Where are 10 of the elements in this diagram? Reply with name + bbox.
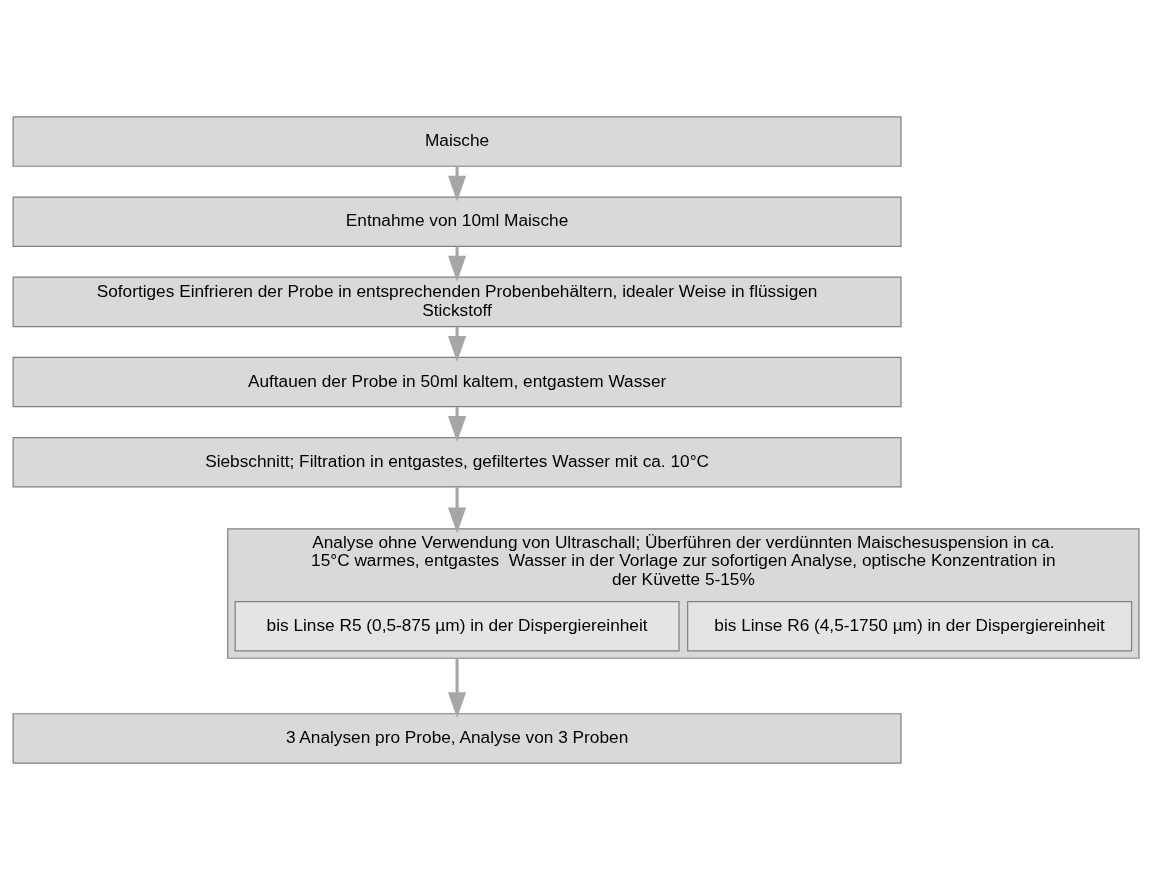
node-box: Maische — [12, 115, 902, 167]
node-box: Entnahme von 10ml Maische — [12, 195, 902, 247]
node-box: Sofortiges Einfrieren der Probe in entsprechenden Probenbehältern, idealer Weise in flüssigen Stickstoff — [12, 276, 902, 327]
node-box: 3 Analysen pro Probe, Analyse von 3 Proben — [12, 712, 902, 764]
arrow — [448, 486, 467, 533]
node-box: bis Linse R5 (0,5-875 µm) in der Dispergiereinheit — [234, 600, 680, 651]
node-box: bis Linse R6 (4,5-1750 µm) in der Dispergiereinheit — [687, 600, 1133, 651]
node-box: Auftauen der Probe in 50ml kaltem, entgastem Wasser — [12, 356, 902, 407]
node-box: Siebschnitt; Filtration in entgastes, gefiltertes Wasser mit ca. 10°C — [12, 436, 902, 487]
arrow — [448, 657, 467, 718]
